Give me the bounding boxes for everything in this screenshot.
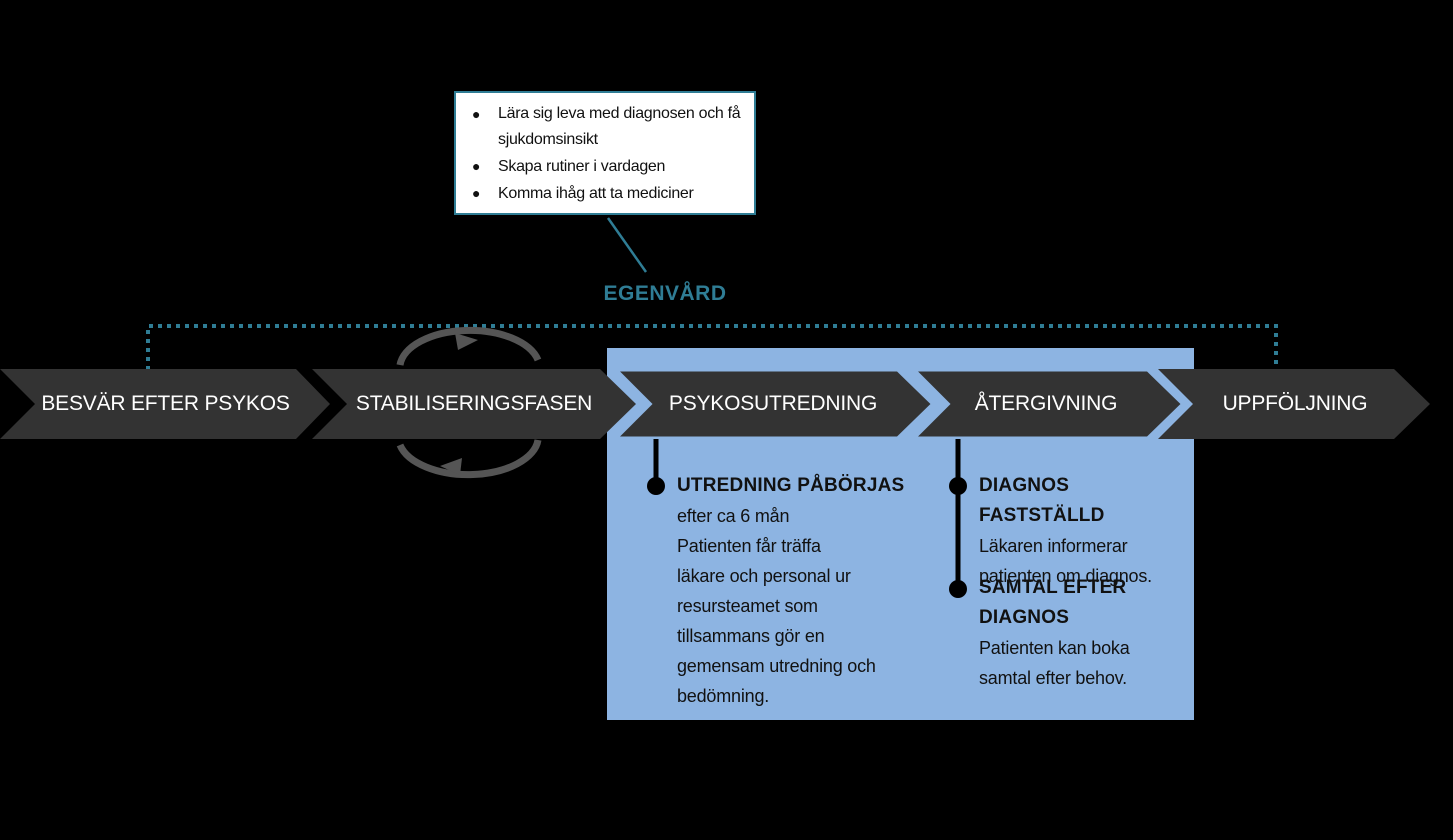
utredning-line: läkare och personal ur (677, 566, 851, 586)
diagnos-line: patienten om diagnos. (979, 566, 1152, 586)
timeline-dot-samtal (949, 580, 967, 598)
utredning-line: efter ca 6 mån (677, 506, 790, 526)
utredning-line: resursteamet som (677, 596, 818, 616)
diagnos-line: Läkaren informerar (979, 536, 1128, 556)
note-item: ● Lära sig leva med diagnosen och få sju… (456, 101, 754, 153)
utredning-heading: UTREDNING PÅBÖRJAS (677, 475, 905, 496)
step-chevron-4 (905, 366, 1188, 442)
step-label-atergivning: ÅTERGIVNING (974, 392, 1118, 415)
step-chevron-2 (312, 369, 636, 439)
diagnos-heading: DIAGNOS FASTSTÄLLD (979, 475, 1105, 526)
note-item-text: Lära sig leva med diagnosen och få sjukd… (498, 105, 741, 148)
utredning-line: tillsammans gör en (677, 626, 825, 646)
utredning-details: UTREDNING PÅBÖRJAS efter ca 6 mån Patien… (677, 471, 937, 711)
utredning-line: bedömning. (677, 686, 770, 706)
note-list: ● Lära sig leva med diagnosen och få sju… (456, 101, 754, 207)
timeline-dot-diagnos (949, 477, 967, 495)
step-label-besvar: BESVÄR EFTER PSYKOS (41, 392, 290, 415)
step-chevron-5 (1158, 369, 1430, 439)
samtal-heading: DIAGNOS (979, 607, 1070, 628)
callout-connector (606, 217, 648, 273)
samtal-details: SAMTAL EFTER DIAGNOS Patienten kan boka … (979, 573, 1184, 693)
bullet-icon: ● (472, 185, 481, 201)
egenvard-label: EGENVÅRD (603, 282, 727, 305)
egenvard-bracket (146, 324, 1278, 370)
note-item-text: Komma ihåg att ta mediciner (498, 185, 694, 202)
cycle-arrowhead-bottom (440, 458, 462, 475)
note-item: ● Skapa rutiner i vardagen (456, 153, 754, 180)
bullet-icon: ● (472, 158, 481, 174)
step-label-psykosutredning: PSYKOSUTREDNING (668, 392, 878, 415)
step-chevron-3 (607, 366, 938, 442)
note-item-text: Skapa rutiner i vardagen (498, 158, 666, 175)
samtal-line: Patienten kan boka (979, 638, 1130, 658)
step-label-uppfoljning: UPPFÖLJNING (1222, 392, 1368, 415)
diagnos-details: DIAGNOS FASTSTÄLLD Läkaren informerar pa… (979, 471, 1184, 591)
cycle-icon (396, 326, 542, 479)
step-chevron-1 (0, 369, 330, 439)
step-label-stabilisering: STABILISERINGSFASEN (355, 392, 593, 415)
cycle-arrowhead-top (455, 333, 478, 350)
egenvard-note: ● Lära sig leva med diagnosen och få sju… (454, 91, 756, 215)
samtal-heading: SAMTAL EFTER (979, 577, 1127, 598)
timeline-dot-utredning (647, 477, 665, 495)
bullet-icon: ● (472, 106, 481, 122)
samtal-line: samtal efter behov. (979, 668, 1127, 688)
utredning-line: Patienten får träffa (677, 536, 821, 556)
utredning-line: gemensam utredning och (677, 656, 876, 676)
note-item: ● Komma ihåg att ta mediciner (456, 180, 754, 207)
